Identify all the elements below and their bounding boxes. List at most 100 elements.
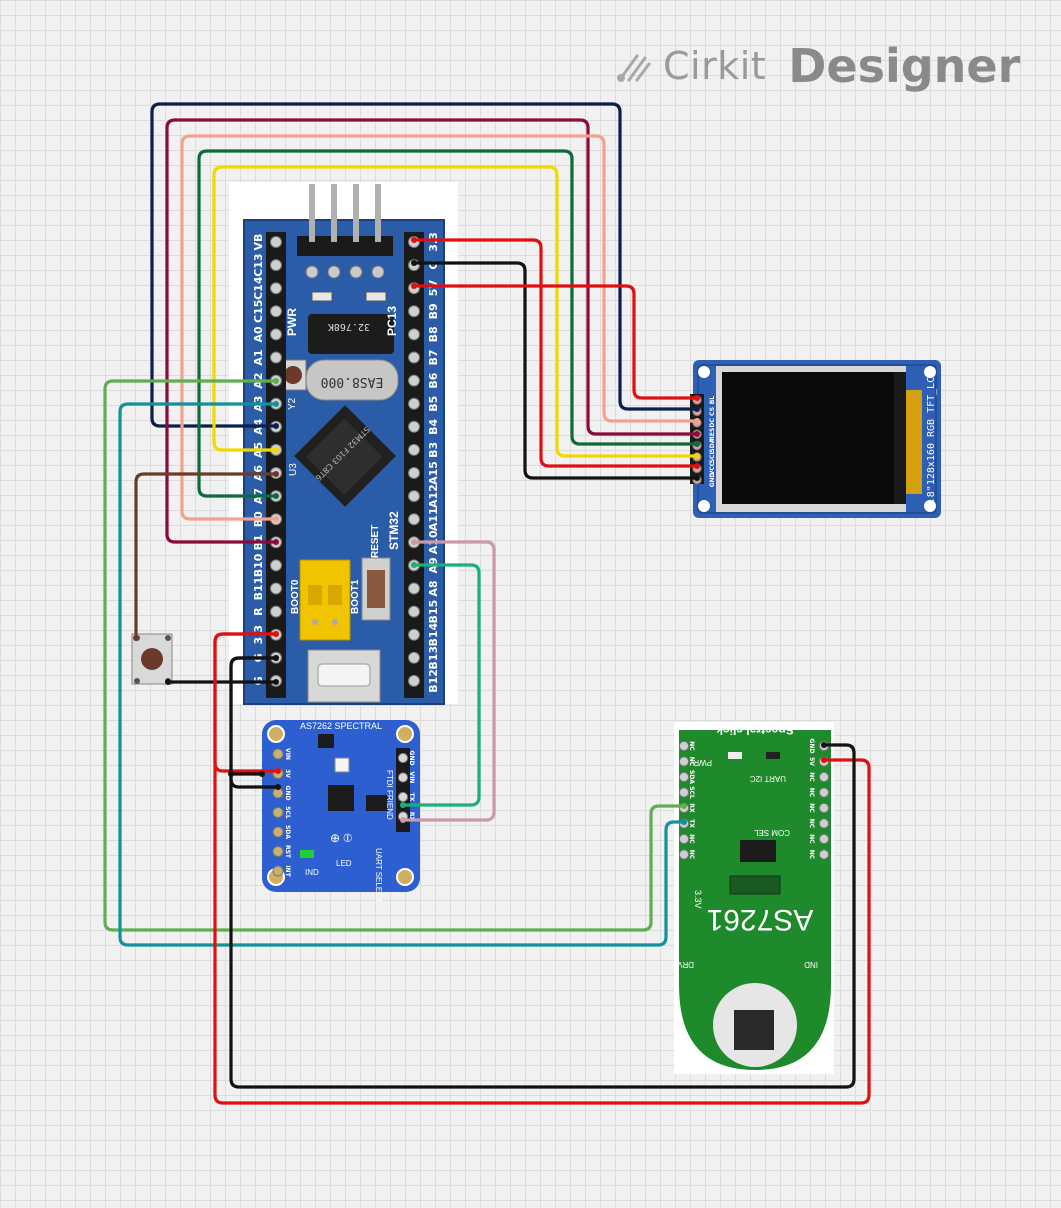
- tft-display[interactable]: 1.8"128x160 RGB TFT_LCD BLCSDCRESSDASCLV…: [690, 360, 941, 518]
- as7262-right-pin-label: RX: [408, 812, 415, 822]
- stm32-right-pin-b13[interactable]: [408, 651, 420, 664]
- wire-endpoint: [275, 768, 281, 774]
- pushbutton-cap[interactable]: [141, 648, 163, 670]
- wires[interactable]: [103, 102, 871, 1105]
- tft-pin-label: DC: [709, 418, 716, 428]
- wire-endpoint: [694, 441, 700, 447]
- spectral-right-pin-nc[interactable]: [818, 849, 830, 860]
- spectral-left-pin-scl[interactable]: [678, 787, 690, 798]
- as7262-right-pin-vin[interactable]: [397, 772, 409, 783]
- stm32-right-pin-label: A11: [427, 507, 440, 531]
- wire-endpoint: [273, 447, 279, 453]
- wire-endpoint: [694, 475, 700, 481]
- wire-maroon[interactable]: [165, 118, 697, 544]
- stm32-left-pin-c15[interactable]: [270, 305, 282, 318]
- stm32-left-pin-label: R: [252, 607, 265, 616]
- spectral-click-u2: [740, 840, 776, 862]
- spectral-left-pin-nc[interactable]: [678, 833, 690, 845]
- wire-endpoint: [681, 803, 687, 809]
- stm32-left-pin-a0[interactable]: [270, 328, 282, 341]
- stm32-right-pin-b14[interactable]: [408, 628, 420, 641]
- wire-yellow[interactable]: [212, 165, 697, 458]
- spectral-left-pin-nc[interactable]: [678, 849, 690, 860]
- wire-navy[interactable]: [150, 102, 697, 428]
- stm32-reset-button[interactable]: [361, 557, 391, 621]
- wire-teal[interactable]: [118, 402, 684, 947]
- pushbutton[interactable]: [131, 633, 173, 685]
- wire-black-gnd[interactable]: [414, 261, 697, 480]
- cirkit-logo-icon: [617, 54, 651, 82]
- as7262-left-pin-label: GND: [284, 786, 291, 801]
- spectral-click-board[interactable]: Spectral click AS7261 3.3V DRV IND PWR U…: [674, 722, 834, 1074]
- stm32-right-pin-label: B6: [427, 372, 440, 388]
- wire-salmon[interactable]: [180, 134, 697, 521]
- boot-jumpers[interactable]: [299, 559, 351, 641]
- wire-endpoint: [694, 418, 700, 424]
- stm32-left-pin-r[interactable]: [270, 605, 282, 618]
- spectral-right-pin-nc[interactable]: [818, 787, 830, 798]
- as7262-left-pin-label: VIN: [284, 748, 291, 760]
- as7262-left-pin-rst[interactable]: [272, 846, 284, 857]
- tft-pin-label: RES: [709, 428, 716, 441]
- as7262-right-pin-tx[interactable]: [397, 791, 409, 803]
- wire-lime[interactable]: [103, 379, 684, 932]
- wire-black-long[interactable]: [229, 656, 856, 1089]
- stm32-left-pin-c14[interactable]: [270, 282, 282, 295]
- stm32-board[interactable]: 32.768K EAS8.000 STM32 F103 C8T6 Y2 U3 P…: [229, 182, 458, 705]
- as7262-left-pin-scl[interactable]: [272, 807, 284, 818]
- wire-mint[interactable]: [403, 563, 481, 807]
- stm32-left-header[interactable]: VBC13C14C15A0A1A2A3A4A5A6A7B0B1B10B11R3.…: [252, 232, 286, 698]
- stm32-left-pin-label: C14: [252, 276, 265, 300]
- as7262-led: [334, 757, 350, 773]
- wire-green[interactable]: [197, 149, 697, 498]
- stm32-left-pin-b11[interactable]: [270, 582, 282, 595]
- spectral-right-pin-nc[interactable]: [818, 802, 830, 814]
- stm32-right-pin-a15[interactable]: [408, 467, 420, 479]
- wire-red-long[interactable]: [213, 632, 871, 1105]
- stm32-right-pin-b15[interactable]: [408, 605, 420, 618]
- spectral-uart-label: UART I2C: [750, 774, 786, 783]
- stm32-right-pin-label: B12: [427, 669, 440, 693]
- stm32-left-pin-a1[interactable]: [270, 351, 282, 364]
- stm32-left-pin-c13[interactable]: [270, 259, 282, 272]
- wire-endpoint: [273, 516, 279, 522]
- spectral-right-pin-nc[interactable]: [818, 771, 830, 783]
- spectral-right-pin-nc[interactable]: [818, 818, 830, 829]
- stm32-left-pin-b10[interactable]: [270, 559, 282, 572]
- wire-endpoint: [694, 453, 700, 459]
- stm32-right-pin-b4[interactable]: [408, 420, 420, 433]
- stm32-right-pin-a11[interactable]: [408, 513, 420, 526]
- spectral-left-pin-label: TX: [688, 819, 695, 828]
- spectral-right-pin-nc[interactable]: [818, 833, 830, 845]
- stm32-right-pin-b6[interactable]: [408, 374, 420, 387]
- wire-red-5v[interactable]: [414, 284, 697, 400]
- as7262-board[interactable]: AS7262 SPECTRAL ⊕ ⦶ IND LED FTDI FRIEND …: [262, 720, 420, 903]
- spectral-left-pin-nc[interactable]: [678, 740, 690, 752]
- as7262-ftdi-label: FTDI FRIEND: [385, 770, 394, 820]
- stm32-right-pin-a12[interactable]: [408, 490, 420, 503]
- as7262-left-pin-int[interactable]: [272, 865, 284, 877]
- stm32-right-pin-b3[interactable]: [408, 443, 420, 456]
- stm32-right-pin-a8[interactable]: [408, 582, 420, 595]
- stm32-right-pin-b12[interactable]: [408, 674, 420, 687]
- stm32-left-pin-vb[interactable]: [270, 236, 282, 248]
- stm32-right-header[interactable]: 3.3G5VB9B8B7B6B5B4B3A15A12A11A10A9A8B15B…: [404, 232, 440, 698]
- stm32-right-pin-b9[interactable]: [408, 305, 420, 318]
- stm32-left-pin-label: A0: [252, 326, 265, 343]
- as7262-right-pin-gnd[interactable]: [397, 752, 409, 764]
- stm32-right-pin-b7[interactable]: [408, 351, 420, 364]
- wire-brown-button[interactable]: [134, 472, 276, 638]
- spectral-left-pin-sda[interactable]: [678, 771, 690, 783]
- stm32-right-pin-b5[interactable]: [408, 397, 420, 410]
- spectral-left-pin-nc[interactable]: [678, 756, 690, 767]
- wire-endpoint: [400, 802, 406, 808]
- wire-red-33[interactable]: [414, 238, 697, 468]
- wire-pink[interactable]: [403, 540, 496, 822]
- stm32-right-pin-b8[interactable]: [408, 328, 420, 341]
- as7262-left-pin-vin[interactable]: [272, 748, 284, 760]
- as7262-left-pin-sda[interactable]: [272, 826, 284, 838]
- stm32-tact-button-cap[interactable]: [284, 366, 302, 384]
